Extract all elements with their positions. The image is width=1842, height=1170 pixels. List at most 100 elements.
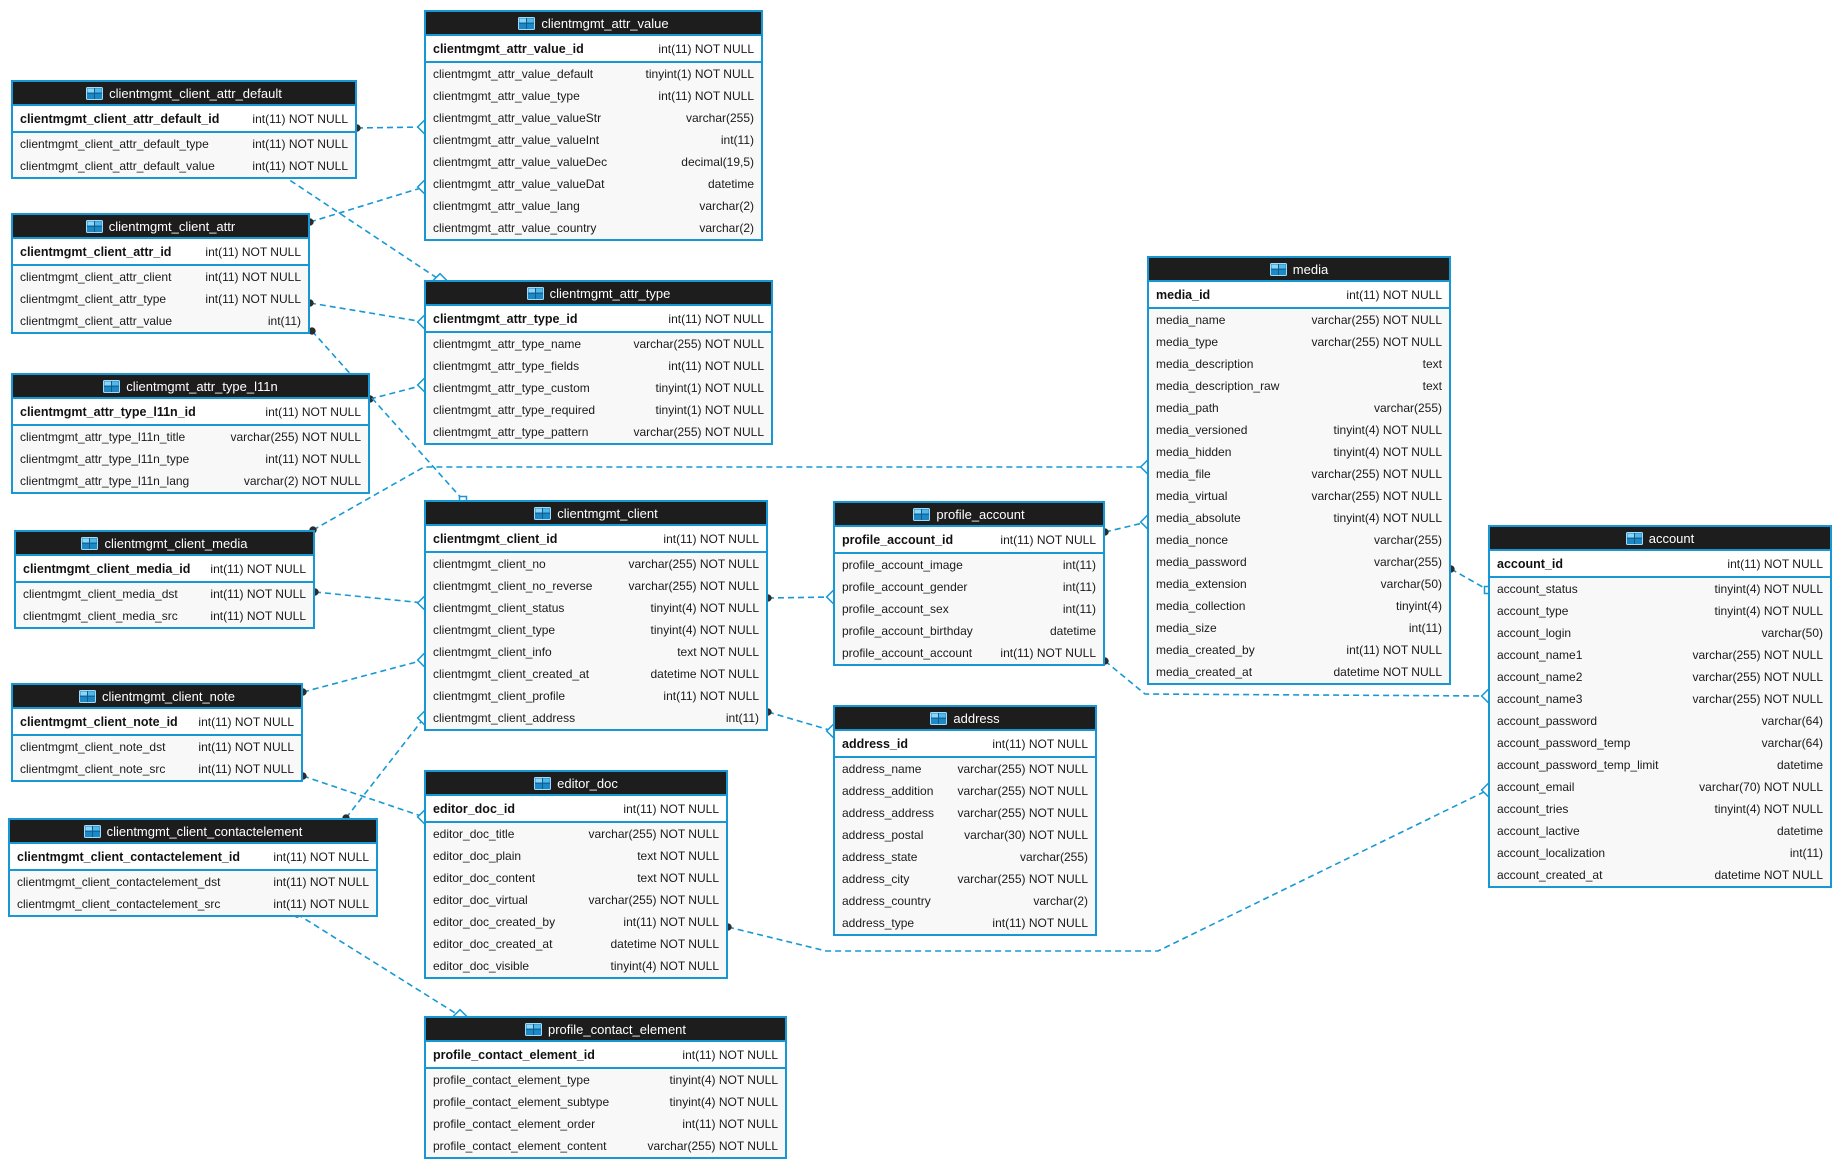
primary-key-row[interactable]: clientmgmt_attr_type_l11n_id int(11) NOT… [13,399,368,426]
table-header[interactable]: account [1490,527,1830,551]
table-clientmgmt_client_media[interactable]: clientmgmt_client_media clientmgmt_clien… [14,530,315,629]
relationship-clientmgmt_client-to-address[interactable] [764,708,841,739]
relationship-clientmgmt_client_note-to-clientmgmt_client[interactable] [299,652,432,696]
table-profile_contact_element[interactable]: profile_contact_element profile_contact_… [424,1016,787,1159]
table-header[interactable]: editor_doc [426,772,726,796]
table-clientmgmt_client_attr_default[interactable]: clientmgmt_client_attr_default clientmgm… [11,80,357,179]
table-header[interactable]: clientmgmt_attr_type_l11n [13,375,368,399]
table-header[interactable]: clientmgmt_client_contactelement [10,820,376,844]
table-clientmgmt_client[interactable]: clientmgmt_client clientmgmt_client_id i… [424,500,768,731]
table-editor_doc[interactable]: editor_doc editor_doc_id int(11) NOT NUL… [424,770,728,979]
primary-key-row[interactable]: clientmgmt_attr_value_id int(11) NOT NUL… [426,36,761,63]
relationship-profile_account-to-media[interactable] [1101,514,1155,536]
relationship-media-to-account[interactable] [1447,565,1493,595]
table-clientmgmt_attr_type[interactable]: clientmgmt_attr_type clientmgmt_attr_typ… [424,280,773,445]
table-header[interactable]: clientmgmt_client_attr [13,215,308,239]
table-header[interactable]: profile_account [835,503,1103,527]
table-header[interactable]: clientmgmt_client_attr_default [13,82,355,106]
primary-key-row[interactable]: account_id int(11) NOT NULL [1490,551,1830,578]
relationship-clientmgmt_client_note-to-editor_doc[interactable] [299,772,432,825]
primary-key-row[interactable]: clientmgmt_client_note_id int(11) NOT NU… [13,709,301,736]
table-header[interactable]: address [835,707,1095,731]
relationship-clientmgmt_client_attr_default-to-clientmgmt_attr_value[interactable] [353,119,432,135]
table-clientmgmt_client_note[interactable]: clientmgmt_client_note clientmgmt_client… [11,683,303,782]
relationship-clientmgmt_client_media-to-clientmgmt_client[interactable] [311,588,432,611]
table-profile_account[interactable]: profile_account profile_account_id int(1… [833,501,1105,666]
table-clientmgmt_attr_value[interactable]: clientmgmt_attr_value clientmgmt_attr_va… [424,10,763,241]
primary-key-row[interactable]: clientmgmt_client_id int(11) NOT NULL [426,526,766,553]
table-account[interactable]: account account_id int(11) NOT NULL acco… [1488,525,1832,888]
primary-key-row[interactable]: profile_contact_element_id int(11) NOT N… [426,1042,785,1069]
table-header[interactable]: clientmgmt_client_media [16,532,313,556]
primary-key-row[interactable]: profile_account_id int(11) NOT NULL [835,527,1103,554]
table-header[interactable]: media [1149,258,1449,282]
table-header[interactable]: clientmgmt_attr_type [426,282,771,306]
table-clientmgmt_client_contactelement[interactable]: clientmgmt_client_contactelement clientm… [8,818,378,917]
primary-key-row[interactable]: clientmgmt_client_attr_default_id int(11… [13,106,355,133]
primary-key-row[interactable]: clientmgmt_attr_type_id int(11) NOT NULL [426,306,771,333]
